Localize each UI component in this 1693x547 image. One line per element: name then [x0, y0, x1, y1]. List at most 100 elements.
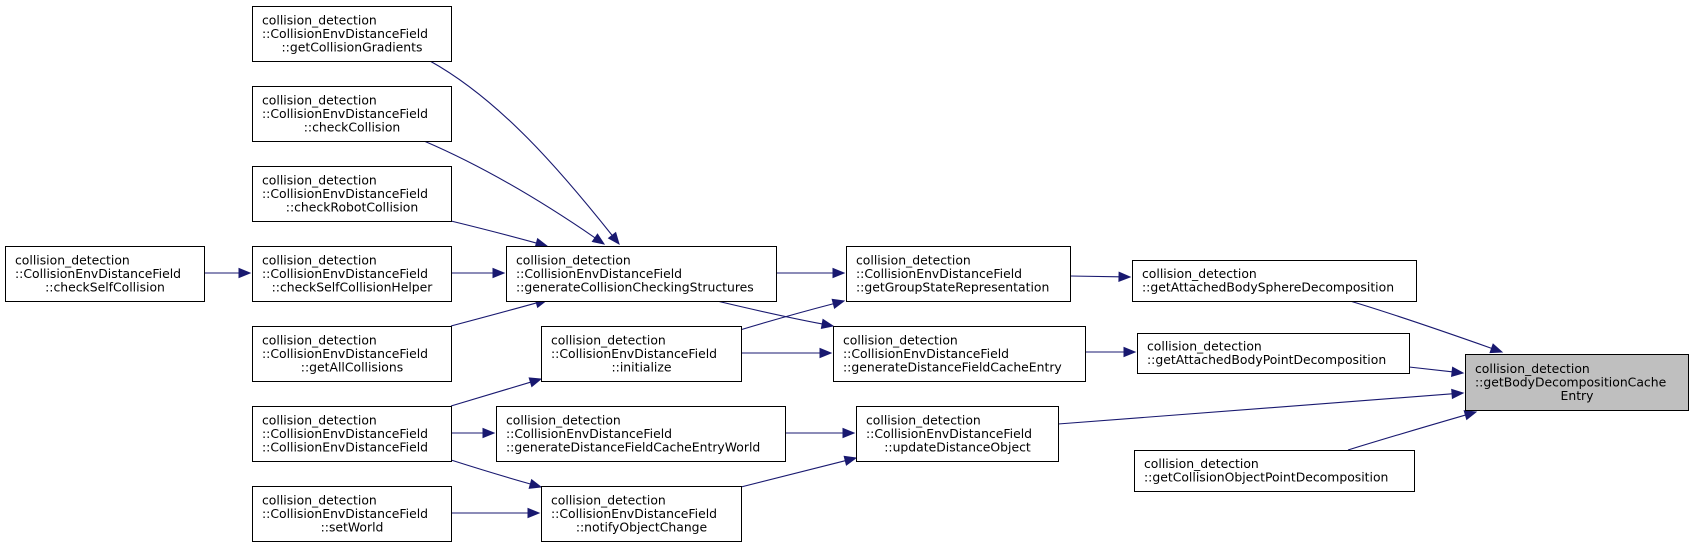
arrowhead-icon: [1451, 388, 1465, 400]
node-box: [1465, 354, 1689, 411]
node-box: [506, 246, 777, 302]
arrowhead-icon: [238, 267, 252, 279]
node-label-line: ::getGroupStateRepresentation: [856, 279, 1049, 294]
edge-line: [423, 140, 596, 239]
node-label-line: ::CollisionEnvDistanceField: [506, 426, 672, 441]
arrowhead-icon: [842, 427, 856, 439]
node-set-world[interactable]: collision_detection::CollisionEnvDistanc…: [252, 486, 452, 542]
edge-line: [450, 459, 531, 485]
node-check-collision[interactable]: collision_detection::CollisionEnvDistanc…: [252, 86, 452, 142]
arrowhead-icon: [819, 347, 833, 359]
node-label-line: ::getAttachedBodyPointDecomposition: [1147, 352, 1386, 367]
node-label-line: ::getAttachedBodySphereDecomposition: [1142, 280, 1394, 295]
node-label-line: ::getBodyDecompositionCache: [1475, 374, 1666, 389]
node-update-distance-object[interactable]: collision_detection::CollisionEnvDistanc…: [856, 406, 1059, 462]
arrowhead-icon: [527, 507, 541, 519]
node-label-line: ::CollisionEnvDistanceField: [856, 266, 1022, 281]
node-label-line: ::CollisionEnvDistanceField: [551, 506, 717, 521]
node-box: [1134, 450, 1415, 492]
node-label-line: ::CollisionEnvDistanceField: [262, 106, 428, 121]
edge-get-attached-body-sphere-decomposition-to-get-body-decomposition-cache-entry: [1349, 300, 1504, 354]
arrowhead-icon: [1123, 346, 1137, 358]
node-label-line: collision_detection: [516, 252, 631, 267]
node-get-body-decomposition-cache-entry[interactable]: collision_detection::getBodyDecompositio…: [1465, 354, 1689, 411]
edge-line: [1069, 275, 1120, 278]
edge-line: [450, 381, 531, 407]
node-box: [496, 406, 786, 462]
arrowhead-icon: [528, 478, 543, 489]
node-label-line: ::CollisionEnvDistanceField: [843, 346, 1009, 361]
node-label-line: ::CollisionEnvDistanceField: [262, 346, 428, 361]
edge-check-robot-collision-to-generate-collision-checking-structures: [450, 220, 549, 248]
node-label-line: collision_detection: [262, 412, 377, 427]
node-label-line: collision_detection: [843, 332, 958, 347]
node-label-line: collision_detection: [506, 412, 621, 427]
node-notify-object-change[interactable]: collision_detection::CollisionEnvDistanc…: [541, 486, 742, 542]
node-box: [541, 326, 742, 382]
node-initialize[interactable]: collision_detection::CollisionEnvDistanc…: [541, 326, 742, 382]
arrowhead-icon: [831, 298, 846, 309]
edge-set-world-to-notify-object-change: [451, 507, 541, 519]
node-label-line: collision_detection: [262, 492, 377, 507]
node-label-line: ::initialize: [612, 359, 672, 374]
node-collision-env-distance-field[interactable]: collision_detection::CollisionEnvDistanc…: [252, 406, 452, 462]
node-generate-collision-checking-structures[interactable]: collision_detection::CollisionEnvDistanc…: [506, 246, 777, 302]
node-label-line: ::generateDistanceFieldCacheEntry: [843, 359, 1062, 374]
node-label-line: ::getCollisionGradients: [282, 39, 423, 54]
edge-line: [1057, 393, 1453, 425]
node-get-group-state-representation[interactable]: collision_detection::CollisionEnvDistanc…: [846, 246, 1071, 302]
node-label-line: ::CollisionEnvDistanceField: [551, 346, 717, 361]
node-get-all-collisions[interactable]: collision_detection::CollisionEnvDistanc…: [252, 326, 452, 382]
node-label-line: ::notifyObjectChange: [576, 519, 707, 534]
node-generate-distance-field-cache-entry-world[interactable]: collision_detection::CollisionEnvDistanc…: [496, 406, 786, 462]
edge-generate-collision-checking-structures-to-get-group-state-representation: [776, 267, 846, 279]
node-box: [252, 406, 452, 462]
edge-check-collision-to-generate-collision-checking-structures: [423, 140, 606, 245]
nodes-layer: collision_detection::getBodyDecompositio…: [5, 6, 1689, 542]
node-label-line: ::checkSelfCollision: [45, 279, 165, 294]
node-get-collision-object-point-decomposition[interactable]: collision_detection::getCollisionObjectP…: [1134, 450, 1415, 492]
node-box: [252, 326, 452, 382]
node-label-line: collision_detection: [262, 332, 377, 347]
edge-generate-collision-checking-structures-to-generate-distance-field-cache-entry: [716, 300, 835, 330]
node-generate-distance-field-cache-entry[interactable]: collision_detection::CollisionEnvDistanc…: [833, 326, 1086, 382]
node-label-line: ::CollisionEnvDistanceField: [262, 439, 428, 454]
arrowhead-icon: [832, 267, 846, 279]
edge-line: [1408, 366, 1453, 373]
node-get-attached-body-point-decomposition[interactable]: collision_detection::getAttachedBodyPoin…: [1137, 333, 1410, 374]
edge-get-group-state-representation-to-get-attached-body-sphere-decomposition: [1069, 271, 1132, 283]
edges-layer: [204, 60, 1504, 519]
node-label-line: collision_detection: [1144, 456, 1259, 471]
arrowhead-icon: [843, 455, 858, 466]
node-label-line: ::CollisionEnvDistanceField: [262, 426, 428, 441]
node-label-line: collision_detection: [15, 252, 130, 267]
edge-get-attached-body-point-decomposition-to-get-body-decomposition-cache-entry: [1408, 366, 1465, 377]
node-label-line: collision_detection: [1142, 266, 1257, 281]
node-label-line: collision_detection: [856, 252, 971, 267]
node-check-robot-collision[interactable]: collision_detection::CollisionEnvDistanc…: [252, 166, 452, 222]
arrowhead-icon: [528, 377, 543, 388]
node-get-collision-gradients[interactable]: collision_detection::CollisionEnvDistanc…: [252, 6, 452, 62]
edge-line: [429, 60, 613, 236]
arrowhead-icon: [1451, 366, 1465, 377]
edge-initialize-to-get-group-state-representation: [739, 298, 846, 331]
node-label-line: ::setWorld: [321, 519, 384, 534]
edge-check-self-collision-helper-to-generate-collision-checking-structures: [451, 267, 506, 279]
node-check-self-collision-helper[interactable]: collision_detection::CollisionEnvDistanc…: [252, 246, 452, 302]
node-label-line: ::CollisionEnvDistanceField: [866, 426, 1032, 441]
arrowhead-icon: [820, 318, 835, 330]
node-get-attached-body-sphere-decomposition[interactable]: collision_detection::getAttachedBodySphe…: [1132, 260, 1417, 302]
node-label-line: ::getCollisionObjectPointDecomposition: [1144, 470, 1388, 485]
node-check-self-collision[interactable]: collision_detection::CollisionEnvDistanc…: [5, 246, 205, 302]
arrowhead-icon: [482, 427, 496, 439]
edge-collision-env-distance-field-to-generate-distance-field-cache-entry-world: [451, 427, 496, 439]
edge-line: [450, 302, 537, 327]
node-label-line: ::CollisionEnvDistanceField: [262, 26, 428, 41]
edge-line: [1349, 300, 1492, 349]
edge-line: [739, 303, 834, 331]
node-box: [5, 246, 205, 302]
node-label-line: collision_detection: [551, 492, 666, 507]
node-box: [1132, 260, 1417, 302]
node-box: [846, 246, 1071, 302]
